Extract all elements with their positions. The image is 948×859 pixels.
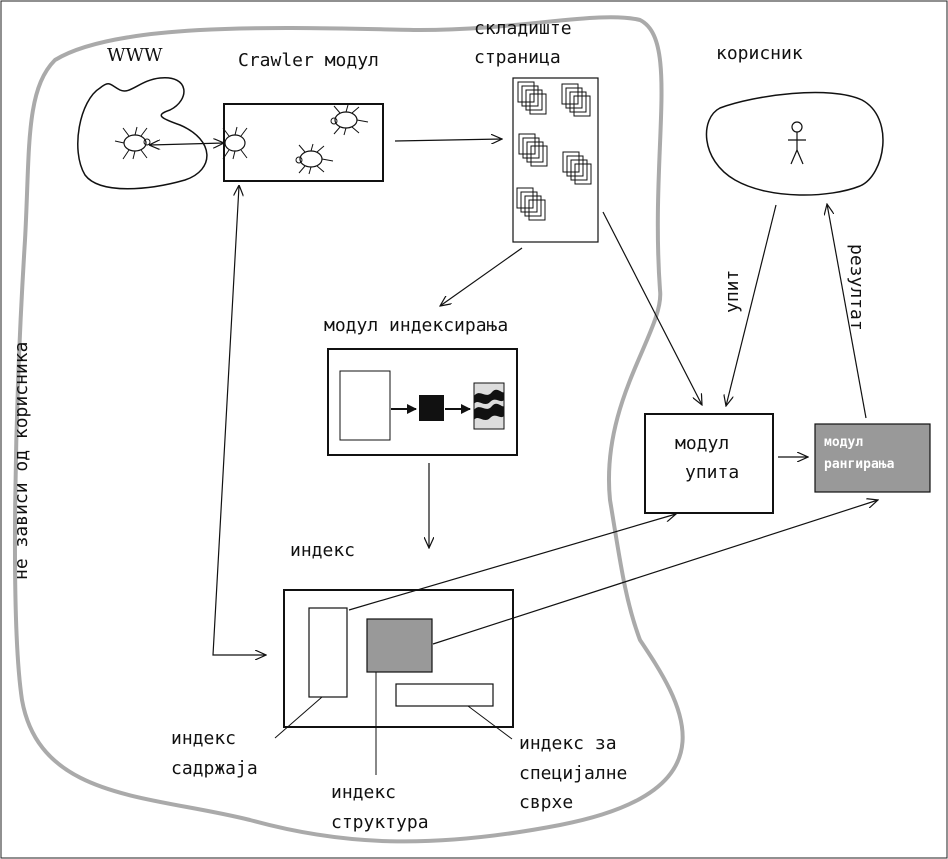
special-index-label-line3: сврхе	[519, 792, 573, 813]
ranking-module-box	[814, 423, 931, 493]
user-to-query-arrow	[726, 204, 777, 406]
document-block	[339, 370, 391, 441]
user-independent-label: не зависи од корисника	[11, 342, 32, 580]
page-stack-icons	[516, 81, 592, 221]
ranking-to-user-arrow	[827, 204, 867, 419]
tokens-block	[473, 382, 505, 430]
crawler-to-storage-arrow	[394, 139, 502, 141]
query-module-label-line1: модул	[675, 433, 729, 454]
query-arrow-label: упит	[722, 270, 743, 313]
special-index-label-line1: индекс за	[519, 733, 617, 754]
content-index-label-line2: садржаја	[171, 758, 258, 779]
index-to-query-arrow	[348, 514, 676, 611]
storage-label-line1: складиште	[474, 18, 572, 39]
crawler-module-title: Crawler модул	[238, 50, 379, 71]
special-index-label-line2: специјалне	[519, 763, 627, 784]
storage-label-line2: страница	[474, 47, 561, 68]
structure-index-label-line2: структура	[331, 812, 429, 833]
index-title: индекс	[290, 540, 355, 561]
processing-block	[419, 395, 444, 421]
spider-icon	[295, 143, 334, 175]
special-index-callout-line	[467, 705, 513, 740]
crawler-index-link	[212, 186, 266, 655]
crawler-module-box	[223, 103, 384, 182]
ranking-module-label-line1: модул	[824, 435, 863, 450]
query-module-label-line2: упита	[685, 462, 739, 483]
special-index-block	[395, 683, 494, 707]
content-index-label-line1: индекс	[171, 728, 236, 749]
person-icon	[788, 121, 806, 165]
user-independent-boundary	[12, 15, 685, 844]
structure-index-label-line1: индекс	[331, 782, 396, 803]
storage-to-query-arrow	[602, 211, 702, 405]
storage-to-indexing-arrow	[440, 247, 523, 306]
indexing-module-title: модул индексирања	[324, 315, 508, 336]
structure-index-block	[366, 618, 433, 673]
www-cloud	[77, 77, 208, 190]
user-label: корисник	[716, 43, 803, 64]
query-module-box	[644, 413, 774, 514]
result-arrow-label: резултат	[846, 244, 867, 331]
ranking-module-label-line2: рангирања	[824, 457, 895, 472]
user-cloud	[705, 91, 884, 196]
content-index-callout-line	[274, 696, 323, 739]
structure-to-ranking-arrow	[432, 500, 878, 645]
spider-icon	[330, 104, 369, 136]
www-label: WWW	[107, 45, 163, 66]
spider-icon	[114, 126, 151, 160]
www-crawler-arrow	[150, 143, 224, 145]
content-index-block	[308, 607, 348, 698]
